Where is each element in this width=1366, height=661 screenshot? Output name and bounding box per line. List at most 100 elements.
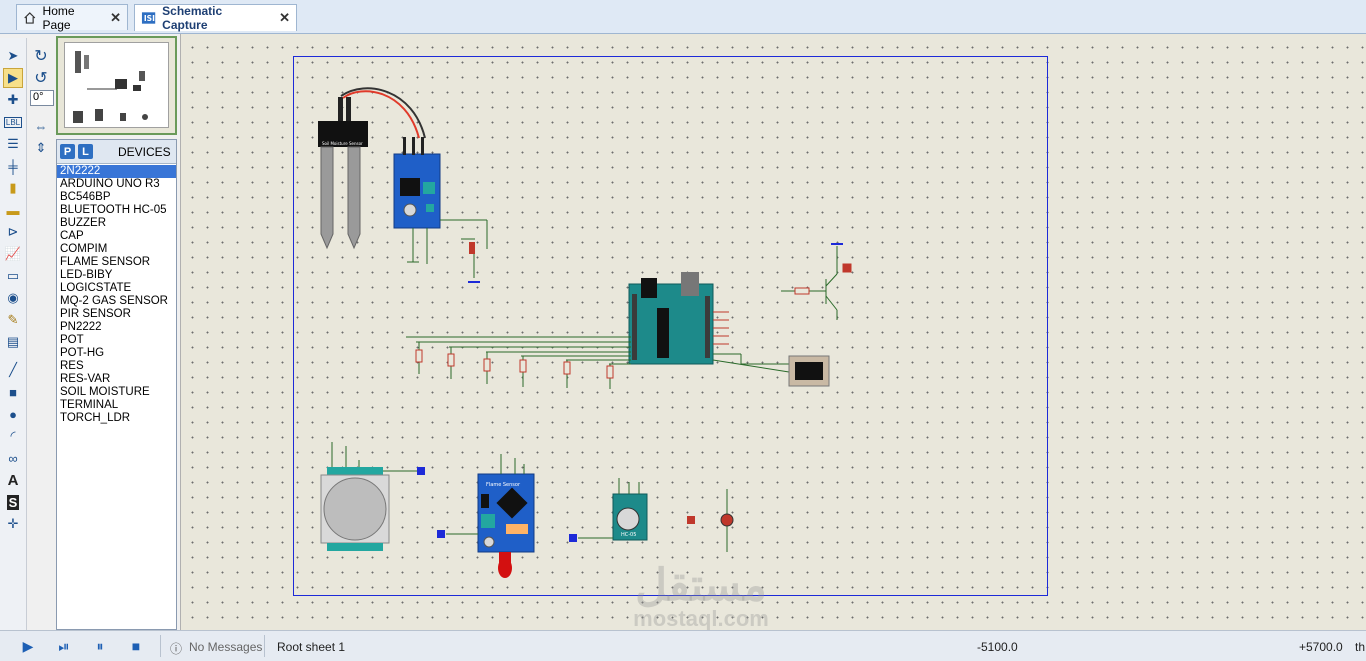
arc-mode-button[interactable]: ◜	[3, 426, 23, 446]
device-item[interactable]: BLUETOOTH HC-05	[60, 204, 167, 216]
junction-mode-button[interactable]: ✚	[3, 90, 23, 110]
flame-sensor-module[interactable]: Flame Sensor	[437, 454, 535, 578]
arrow-icon: ➤	[7, 48, 19, 63]
mode-toolbar: ➤ ▶ ✚ LBL ☰ ╪ ▮ ▬ ⊳ 📈 ▭ ◉ ✎ ▤ ╱ ■ ● ◜ ∞ …	[0, 38, 27, 630]
subcircuit-mode-button[interactable]: ▮	[3, 178, 23, 198]
tab-home-page[interactable]: Home Page ✕	[16, 3, 128, 32]
box-icon: ■	[9, 384, 17, 400]
pause-icon: ⏸	[96, 637, 104, 654]
device-item[interactable]: TORCH_LDR	[60, 412, 131, 424]
device-item[interactable]: POT-HG	[60, 347, 105, 359]
device-item[interactable]: FLAME SENSOR	[60, 256, 151, 268]
mirror-x-button[interactable]: ⇔	[31, 116, 51, 136]
terminal-icon: ▬	[6, 202, 20, 218]
coord-y: +5700.0	[1299, 640, 1343, 654]
pir-sensor[interactable]	[320, 442, 425, 551]
terminals-mode-button[interactable]: ▬	[3, 200, 23, 220]
junction-icon: ✚	[7, 92, 19, 107]
status-separator	[264, 635, 265, 657]
probe-icon: ✎	[7, 312, 19, 327]
schematic-canvas[interactable]: Soil Moisture Sensor	[180, 34, 1366, 630]
step-button[interactable]: ⏯	[56, 638, 72, 654]
mirror-horizontal-icon: ⇔	[34, 118, 48, 134]
line-mode-button[interactable]: ╱	[3, 360, 23, 380]
tape-recorder-mode-button[interactable]: ▭	[3, 266, 23, 286]
rotate-anticlockwise-button[interactable]: ↺	[31, 68, 51, 88]
transistor-buzzer-circuit[interactable]	[781, 243, 852, 320]
device-item[interactable]: PIR SENSOR	[60, 308, 131, 320]
stop-button[interactable]: ■	[128, 638, 144, 654]
script-icon: ☰	[7, 136, 19, 151]
selection-mode-button[interactable]: ➤	[3, 46, 23, 66]
overview-window[interactable]	[56, 36, 177, 135]
box-mode-button[interactable]: ■	[3, 382, 23, 402]
resistor-bus[interactable]	[406, 336, 631, 389]
pin-icon: ⊳	[7, 224, 19, 239]
device-item[interactable]: ARDUINO UNO R3	[60, 178, 160, 190]
device-item[interactable]: CAP	[60, 230, 84, 242]
capacitor-network[interactable]	[461, 238, 480, 283]
text-mode-button[interactable]: A	[3, 470, 23, 490]
soil-moisture-module[interactable]	[393, 137, 488, 264]
device-item[interactable]: RES-VAR	[60, 373, 111, 385]
device-item[interactable]: COMPIM	[60, 243, 108, 255]
tab-label: Home Page	[42, 3, 75, 32]
device-item[interactable]: SOIL MOISTURE	[60, 386, 150, 398]
device-item[interactable]: PN2222	[60, 321, 102, 333]
device-item[interactable]: BUZZER	[60, 217, 106, 229]
close-icon[interactable]: ✕	[279, 10, 290, 25]
devices-panel: P L DEVICES 2N2222 ARDUINO UNO R3 BC546B…	[56, 139, 177, 630]
marker-icon: ✛	[7, 516, 19, 531]
watermark-latin: mostaql.com	[633, 606, 769, 631]
device-item[interactable]: 2N2222	[57, 165, 176, 178]
graph-mode-button[interactable]: 📈	[3, 244, 23, 264]
pick-devices-button[interactable]: P	[60, 144, 75, 159]
virtual-instruments-mode-button[interactable]: ▤	[3, 332, 23, 352]
sheet-border	[293, 56, 1048, 596]
circle-icon: ●	[9, 406, 17, 422]
bus-mode-button[interactable]: ╪	[3, 156, 23, 176]
circle-mode-button[interactable]: ●	[3, 404, 23, 424]
device-item[interactable]: LED-BIBY	[60, 269, 113, 281]
bluetooth-hc05[interactable]: HC-05	[569, 478, 648, 542]
device-item[interactable]: POT	[60, 334, 84, 346]
stop-icon: ■	[131, 638, 141, 654]
mirror-y-button[interactable]: ⇕	[31, 138, 51, 158]
ldr-lamp[interactable]	[687, 489, 734, 552]
rotation-angle-input[interactable]: 0°	[30, 90, 54, 106]
device-pins-mode-button[interactable]: ⊳	[3, 222, 23, 242]
play-button[interactable]: ▶	[20, 638, 36, 654]
text-script-mode-button[interactable]: ☰	[3, 134, 23, 154]
arduino-uno[interactable]	[628, 272, 729, 365]
device-item[interactable]: BC546BP	[60, 191, 111, 203]
overview-preview	[64, 42, 169, 128]
label-icon: LBL	[3, 116, 23, 128]
device-item[interactable]: TERMINAL	[60, 399, 119, 411]
library-manager-button[interactable]: L	[78, 144, 93, 159]
rotate-ccw-icon: ↺	[34, 70, 48, 87]
generator-icon: ◉	[7, 290, 19, 305]
graph-icon: 📈	[4, 246, 22, 261]
soil-moisture-probe[interactable]: Soil Moisture Sensor	[318, 87, 426, 250]
path-mode-button[interactable]: ∞	[3, 448, 23, 468]
device-item[interactable]: RES	[60, 360, 84, 372]
marker-mode-button[interactable]: ✛	[3, 514, 23, 534]
voltage-probe-mode-button[interactable]: ✎	[3, 310, 23, 330]
lcd-module[interactable]	[712, 353, 830, 387]
close-icon[interactable]: ✕	[110, 9, 121, 25]
pause-button[interactable]: ⏸	[92, 638, 108, 654]
device-item[interactable]: LOGICSTATE	[60, 282, 132, 294]
generator-mode-button[interactable]: ◉	[3, 288, 23, 308]
symbol-mode-button[interactable]: S	[3, 492, 23, 512]
rotate-cw-icon: ↻	[34, 48, 48, 65]
messages-status[interactable]: No Messages	[189, 640, 263, 654]
component-mode-button[interactable]: ▶	[3, 68, 23, 88]
device-item[interactable]: MQ-2 GAS SENSOR	[60, 295, 168, 307]
rotate-clockwise-button[interactable]: ↻	[31, 46, 51, 66]
info-icon: ⓘ	[170, 642, 183, 656]
wire-label-mode-button[interactable]: LBL	[3, 112, 23, 132]
status-bar: ▶ ⏯ ⏸ ■ ⓘ No Messages Root sheet 1 -5100…	[0, 630, 1366, 661]
